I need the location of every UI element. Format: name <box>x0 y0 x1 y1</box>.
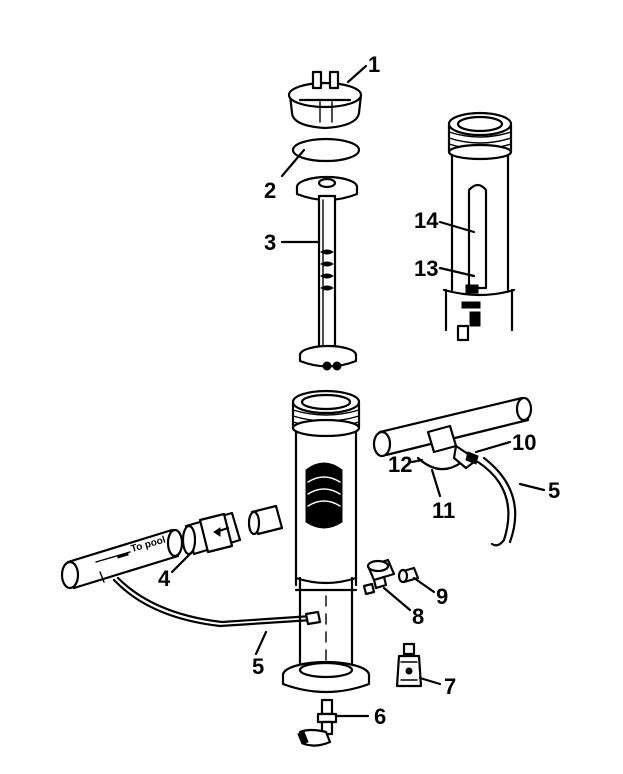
tube-right-part <box>476 456 517 547</box>
inset-feeder-view <box>442 111 516 342</box>
callout-6: 6 <box>374 704 386 729</box>
inlet-pipe-part: To pool <box>60 528 184 590</box>
callout-7: 7 <box>444 674 456 699</box>
callout-2: 2 <box>264 178 276 203</box>
tube-left-part <box>112 576 322 628</box>
check-valve-part <box>362 558 396 596</box>
bottle-part <box>395 642 423 688</box>
callout-9: 9 <box>436 584 448 609</box>
outlet-valve-part <box>297 698 338 747</box>
feeder-tube-part <box>295 175 359 371</box>
callout-numbers: 1 2 3 4 5 5 6 7 8 9 10 11 12 13 14 <box>158 52 560 729</box>
callout-11: 11 <box>432 498 455 523</box>
callout-10: 10 <box>512 430 536 455</box>
callout-1: 1 <box>368 52 380 77</box>
callout-5-right: 5 <box>548 478 560 503</box>
callout-4: 4 <box>158 566 171 591</box>
leader-lines <box>170 64 546 718</box>
feeder-body <box>281 389 371 694</box>
gasket-part <box>291 137 361 163</box>
callout-14: 14 <box>414 208 439 233</box>
callout-8: 8 <box>412 604 424 629</box>
callout-13: 13 <box>414 256 438 281</box>
callout-3: 3 <box>264 230 276 255</box>
pipe-saddle-assembly <box>372 396 533 471</box>
union-fitting-part <box>181 504 284 556</box>
cap-part <box>287 70 363 130</box>
callout-12: 12 <box>388 452 412 477</box>
callout-5-left: 5 <box>252 654 264 679</box>
